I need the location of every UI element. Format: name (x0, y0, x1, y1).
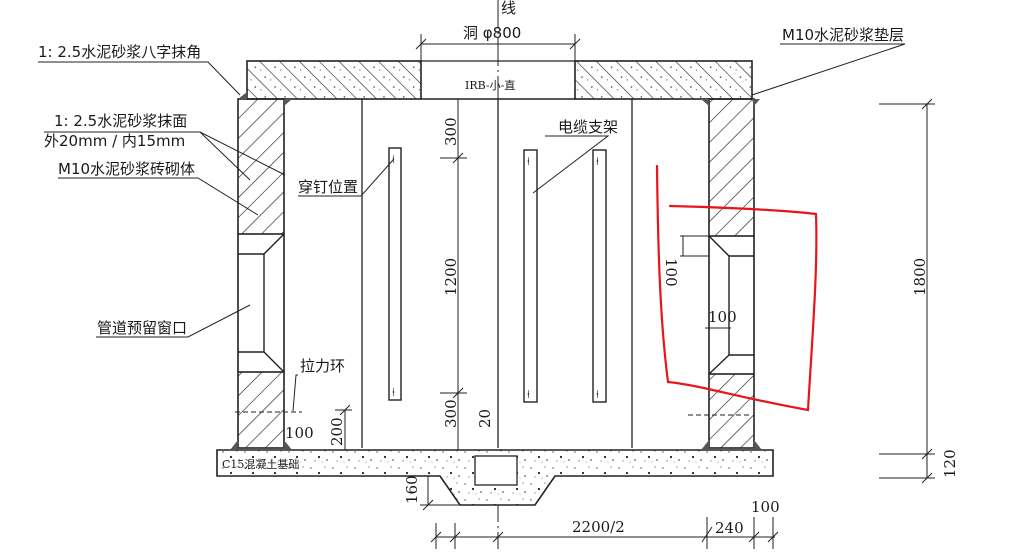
dimension-lines (335, 34, 935, 549)
label-pull-ring: 拉力环 (300, 357, 345, 375)
cable-brackets: ⍿ ⍿ ⍿ ⍿ ⍿ ⍿ (388, 147, 607, 403)
label-nail-position: 穿钉位置 (298, 178, 358, 196)
opening-label: 洞 φ800 (463, 24, 521, 42)
title-fragment: 线 (501, 0, 516, 17)
dim-ring-100: 100 (285, 424, 314, 442)
label-chamfer: 1: 2.5水泥砂浆八字抹角 (38, 43, 201, 61)
label-cable-bracket: 电缆支架 (558, 118, 618, 136)
label-masonry: M10水泥砂浆砖砌体 (58, 160, 195, 178)
dim-wall-240: 240 (715, 519, 744, 537)
interior-lines (361, 0, 633, 549)
right-pipe-window (708, 235, 754, 375)
svg-text:⍿: ⍿ (596, 388, 599, 401)
svg-text:⍿: ⍿ (392, 386, 395, 399)
red-annotation-box (655, 164, 818, 412)
bracket-2 (523, 149, 538, 403)
dim-edge-100: 100 (751, 498, 780, 516)
bracket-3 (592, 149, 607, 403)
dim-ring-200: 200 (328, 417, 346, 446)
dim-top-300: 300 (442, 117, 460, 146)
dim-height-1800: 1800 (911, 258, 929, 296)
right-wall (688, 98, 755, 449)
label-plaster-2: 外20mm / 内15mm (44, 132, 185, 150)
svg-text:⍿: ⍿ (527, 155, 530, 168)
dim-window-100-v: 100 (662, 258, 680, 287)
svg-text:⍿: ⍿ (596, 155, 599, 168)
dim-base-120: 120 (941, 449, 959, 478)
left-wall (235, 98, 302, 449)
sump-pit (474, 455, 518, 486)
left-pipe-window (238, 233, 285, 373)
leader-lines (38, 43, 906, 412)
concrete-foundation (216, 92, 774, 506)
cover-label: IRB-小-直 (465, 78, 515, 92)
dim-sump-160: 160 (403, 475, 421, 504)
dim-1200: 1200 (442, 258, 460, 296)
dim-bottom-300: 300 (442, 399, 460, 428)
label-bedding: M10水泥砂浆垫层 (782, 26, 904, 44)
label-plaster-1: 1: 2.5水泥砂浆抹面 (54, 112, 187, 130)
svg-text:⍿: ⍿ (392, 153, 395, 166)
bracket-1 (388, 147, 402, 401)
dim-window-100-h: 100 (708, 308, 737, 326)
label-pipe-window: 管道预留窗口 (97, 319, 187, 337)
dim-sump-20: 20 (476, 409, 494, 428)
svg-text:⍿: ⍿ (527, 388, 530, 401)
dim-half-width: 2200/2 (572, 518, 625, 536)
label-foundation: C15混凝土基础 (222, 457, 299, 471)
